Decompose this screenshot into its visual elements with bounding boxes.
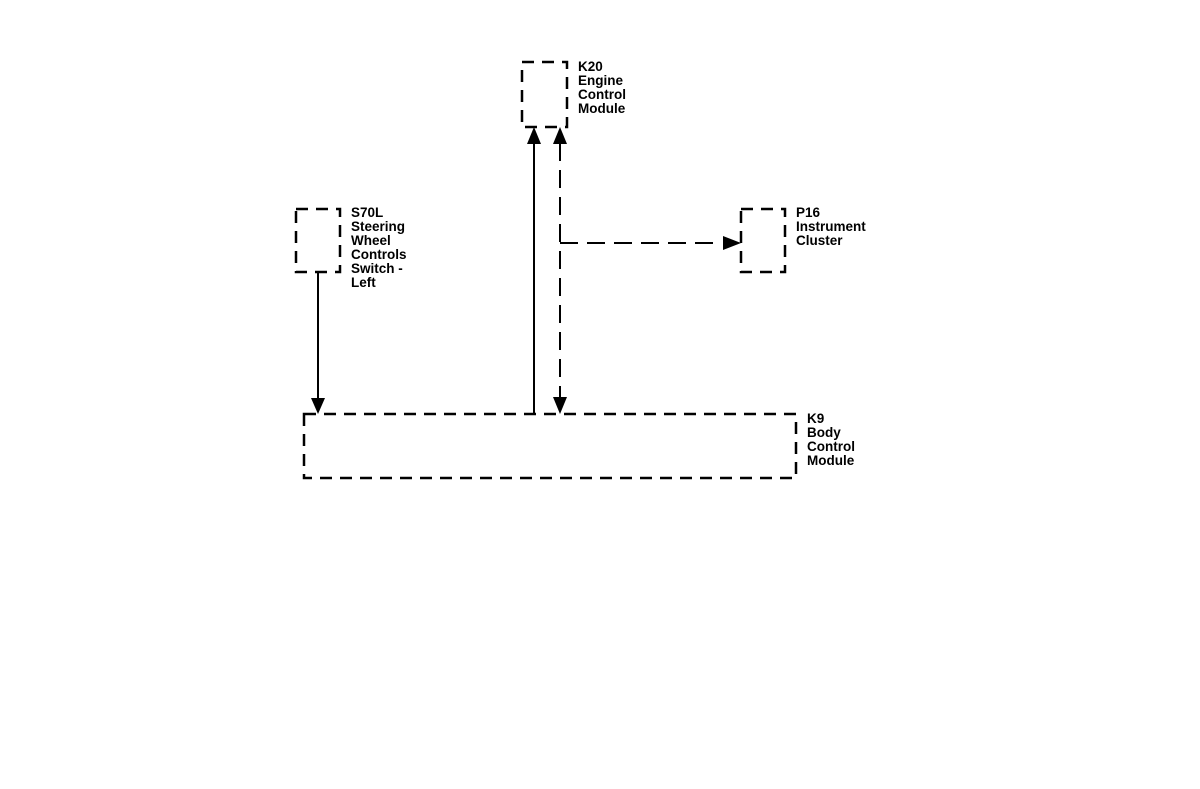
k9-label: K9 Body Control Module (807, 411, 859, 468)
p16-label-line: Instrument (796, 219, 866, 234)
k9-label-line: Control (807, 439, 855, 454)
branch-to-p16-arrowhead (723, 236, 741, 250)
s70l-label-line: Controls (351, 247, 407, 262)
k9-body-control-module-box (302, 412, 798, 480)
k20-label-line: Engine (578, 73, 623, 88)
p16-instrument-cluster-box (739, 207, 787, 274)
k20-label: K20 Engine Control Module (578, 59, 630, 116)
s70l-label-line: Left (351, 275, 376, 290)
p16-label-line: P16 (796, 205, 821, 220)
k9-label-line: K9 (807, 411, 824, 426)
k9-label-line: Body (807, 425, 841, 440)
s70l-to-k9-arrowhead (311, 398, 325, 414)
k9-to-k20-arrowhead (527, 127, 541, 144)
k20-k9-arrowhead-down (553, 397, 567, 414)
k20-engine-control-module-box (520, 60, 569, 129)
k9-label-line: Module (807, 453, 855, 468)
k20-k9-arrowhead-up (553, 127, 567, 144)
s70l-label-line: Wheel (351, 233, 391, 248)
s70l-steering-wheel-controls-switch-box (294, 207, 342, 274)
k20-label-line: Control (578, 87, 626, 102)
k20-label-line: K20 (578, 59, 603, 74)
s70l-label-line: Switch - (351, 261, 403, 276)
s70l-label: S70L Steering Wheel Controls Switch - Le… (351, 205, 410, 290)
p16-label-line: Cluster (796, 233, 843, 248)
p16-label: P16 Instrument Cluster (796, 205, 870, 248)
s70l-label-line: S70L (351, 205, 383, 220)
k20-label-line: Module (578, 101, 626, 116)
s70l-label-line: Steering (351, 219, 405, 234)
